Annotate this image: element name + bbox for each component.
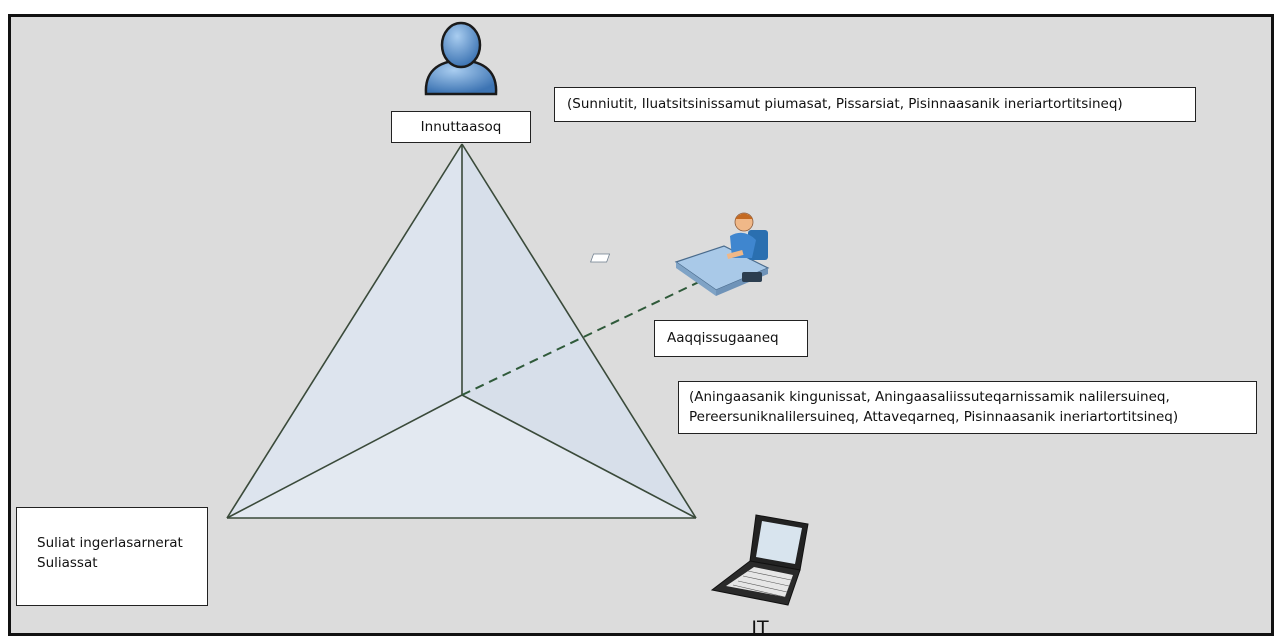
laptop-icon — [710, 514, 809, 606]
pyramid-edge-center-left — [226, 394, 463, 519]
aaqqissugaaneq-label: Aaqqissugaaneq — [654, 320, 808, 357]
aaqqissugaaneq-annotation: (Aningaasanik kingunissat, Aningaasaliis… — [678, 381, 1257, 434]
innuttaasoq-label: Innuttaasoq — [391, 111, 531, 143]
suliat-line-1: Suliat ingerlasarnerat — [37, 535, 183, 551]
innuttaasoq-annotation: (Sunniutit, Iluatsitsinissamut piumasat,… — [554, 87, 1196, 122]
suliat-label: Suliat ingerlasarnerat Suliassat — [16, 507, 208, 606]
pyramid-face-bottom — [227, 395, 696, 518]
pyramid-edge-right — [461, 143, 697, 519]
it-label: IT — [751, 617, 769, 639]
annotation-line-1: (Aningaasanik kingunissat, Aningaasaliis… — [689, 389, 1170, 405]
office-worker-icon — [590, 212, 770, 296]
suliat-line-2: Suliassat — [37, 555, 98, 571]
pyramid-edge-left — [226, 143, 463, 519]
pyramid-edge-center-right — [461, 394, 697, 519]
person-icon — [424, 21, 498, 96]
annotation-line-2: Pereersuniknalilersuineq, Attaveqarneq, … — [689, 409, 1179, 425]
